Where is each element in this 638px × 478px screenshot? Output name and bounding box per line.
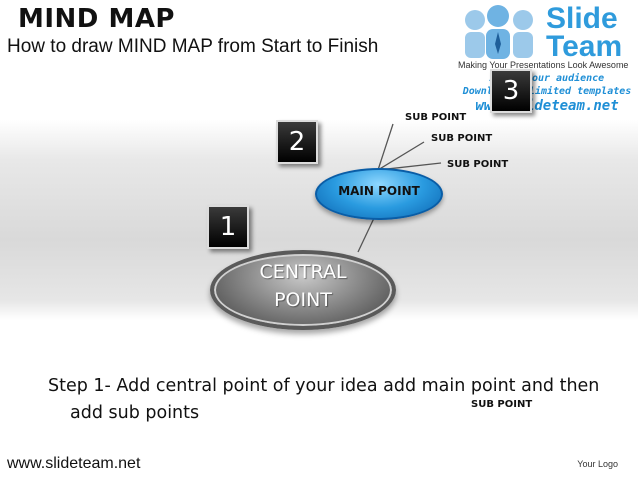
connector-main-sub1 [377, 123, 394, 171]
step-badge-1: 1 [207, 205, 249, 249]
central-point-label: CENTRAL POINT [259, 261, 347, 311]
sub-point-extra: SUB POINT [471, 399, 533, 410]
step-line-1: Step 1- Add central point of your idea a… [48, 376, 600, 396]
step-badge-3: 3 [490, 69, 532, 113]
central-point-shape [210, 250, 396, 330]
footer-url[interactable]: www.slideteam.net [7, 455, 141, 472]
your-logo-placeholder: Your Logo [577, 459, 618, 469]
logo-tagline: Making Your Presentations Look Awesome [458, 60, 629, 70]
slide-title: MIND MAP [18, 4, 175, 34]
sub-point-3: SUB POINT [447, 159, 509, 170]
main-point-shape [315, 168, 443, 220]
step-description: Step 1- Add central point of your idea a… [48, 373, 608, 427]
logo-word-team: Team [546, 30, 623, 63]
people-icon [465, 5, 533, 59]
logo-promo-amaze: Amaze your audience [489, 73, 605, 84]
logo-word-slide: Slide [546, 2, 618, 35]
slide-subtitle: How to draw MIND MAP from Start to Finis… [7, 36, 379, 57]
step-line-2: add sub points [70, 403, 200, 423]
main-point-label: MAIN POINT [338, 184, 420, 198]
connector-main-sub2 [377, 141, 425, 171]
connector-central-main [357, 215, 376, 253]
sub-point-1: SUB POINT [405, 112, 467, 123]
logo-promo-download: Download unlimited templates [462, 86, 632, 97]
sub-point-2: SUB POINT [431, 133, 493, 144]
step-badge-2: 2 [276, 120, 318, 164]
